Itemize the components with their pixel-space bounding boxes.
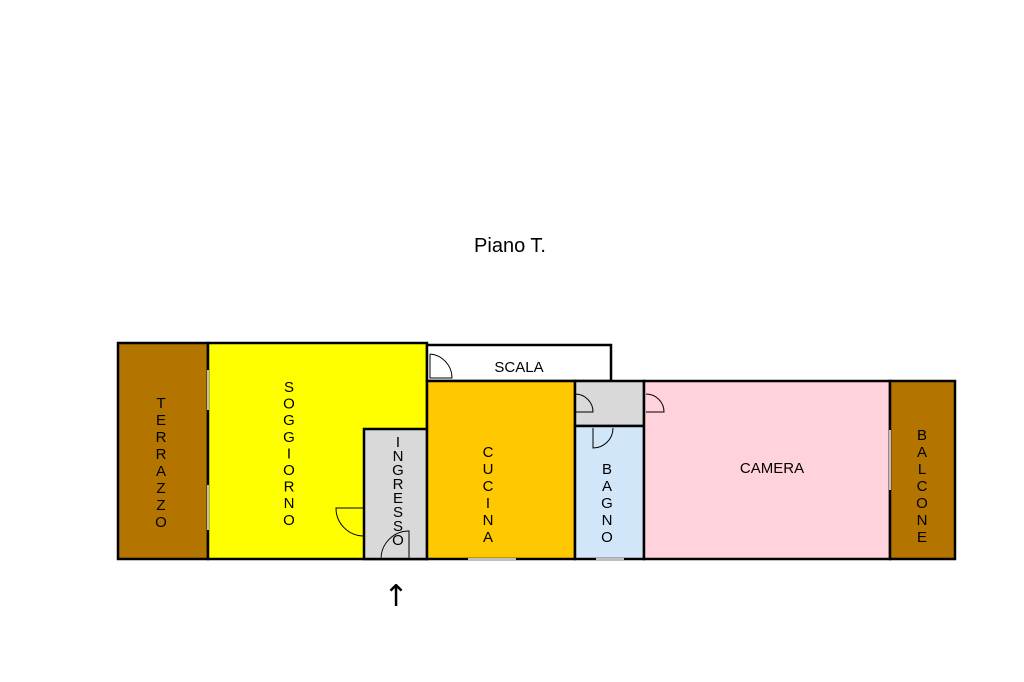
- label-letter: N: [917, 512, 928, 529]
- label-letter: A: [917, 444, 927, 461]
- label-letter: R: [156, 446, 167, 463]
- label-scala: SCALA: [494, 359, 543, 376]
- label-letter: N: [393, 448, 404, 465]
- label-letter: O: [392, 532, 404, 549]
- door-camera: [645, 393, 665, 413]
- label-camera: CAMERA: [740, 460, 804, 477]
- label-letter: L: [918, 461, 926, 478]
- label-letter: Z: [156, 480, 165, 497]
- label-letter: U: [483, 461, 494, 478]
- label-letter: C: [917, 478, 928, 495]
- label-letter: G: [392, 462, 404, 479]
- label-letter: O: [283, 396, 295, 413]
- door-scala: [429, 353, 453, 379]
- label-letter: G: [601, 495, 613, 512]
- label-letter: R: [156, 429, 167, 446]
- entrance-arrow-icon: ↑: [383, 579, 408, 614]
- label-letter: O: [601, 529, 613, 546]
- room-camera: [642, 379, 892, 561]
- label-letter: C: [483, 478, 494, 495]
- door-cucina-disimpegno: [574, 393, 594, 413]
- label-letter: A: [602, 478, 612, 495]
- label-letter: O: [283, 462, 295, 479]
- room-disimpegno: [573, 379, 646, 428]
- label-letter: I: [396, 434, 400, 451]
- label-letter: E: [393, 490, 403, 507]
- label-letter: R: [284, 479, 295, 496]
- room-scala: [425, 343, 613, 383]
- room-cucina: [425, 379, 577, 561]
- label-letter: S: [393, 518, 403, 535]
- label-letter: N: [284, 495, 295, 512]
- label-letter: G: [283, 412, 295, 429]
- label-letter: S: [393, 504, 403, 521]
- label-letter: E: [917, 529, 927, 546]
- label-letter: O: [283, 512, 295, 529]
- label-letter: N: [602, 512, 613, 529]
- room-ingresso: [362, 427, 429, 561]
- label-letter: O: [155, 514, 167, 531]
- label-letter: I: [486, 495, 490, 512]
- label-letter: I: [287, 445, 291, 462]
- label-letter: O: [916, 495, 928, 512]
- door-entrance: [380, 530, 410, 560]
- room-terrazzo: [116, 341, 210, 561]
- floor-title: Piano T.: [474, 235, 546, 257]
- label-letter: A: [156, 463, 166, 480]
- label-letter: E: [156, 412, 166, 429]
- label-letter: Z: [156, 497, 165, 514]
- label-letter: N: [483, 512, 494, 529]
- label-letter: A: [483, 529, 493, 546]
- label-letter: S: [284, 379, 294, 396]
- label-letter: B: [602, 461, 612, 478]
- door-bagno: [592, 427, 614, 449]
- room-balcone: [888, 379, 957, 561]
- label-letter: T: [156, 395, 165, 412]
- door-soggiorno-ingresso: [335, 507, 365, 537]
- label-letter: G: [283, 429, 295, 446]
- label-letter: C: [483, 444, 494, 461]
- label-letter: R: [393, 476, 404, 493]
- label-letter: B: [917, 427, 927, 444]
